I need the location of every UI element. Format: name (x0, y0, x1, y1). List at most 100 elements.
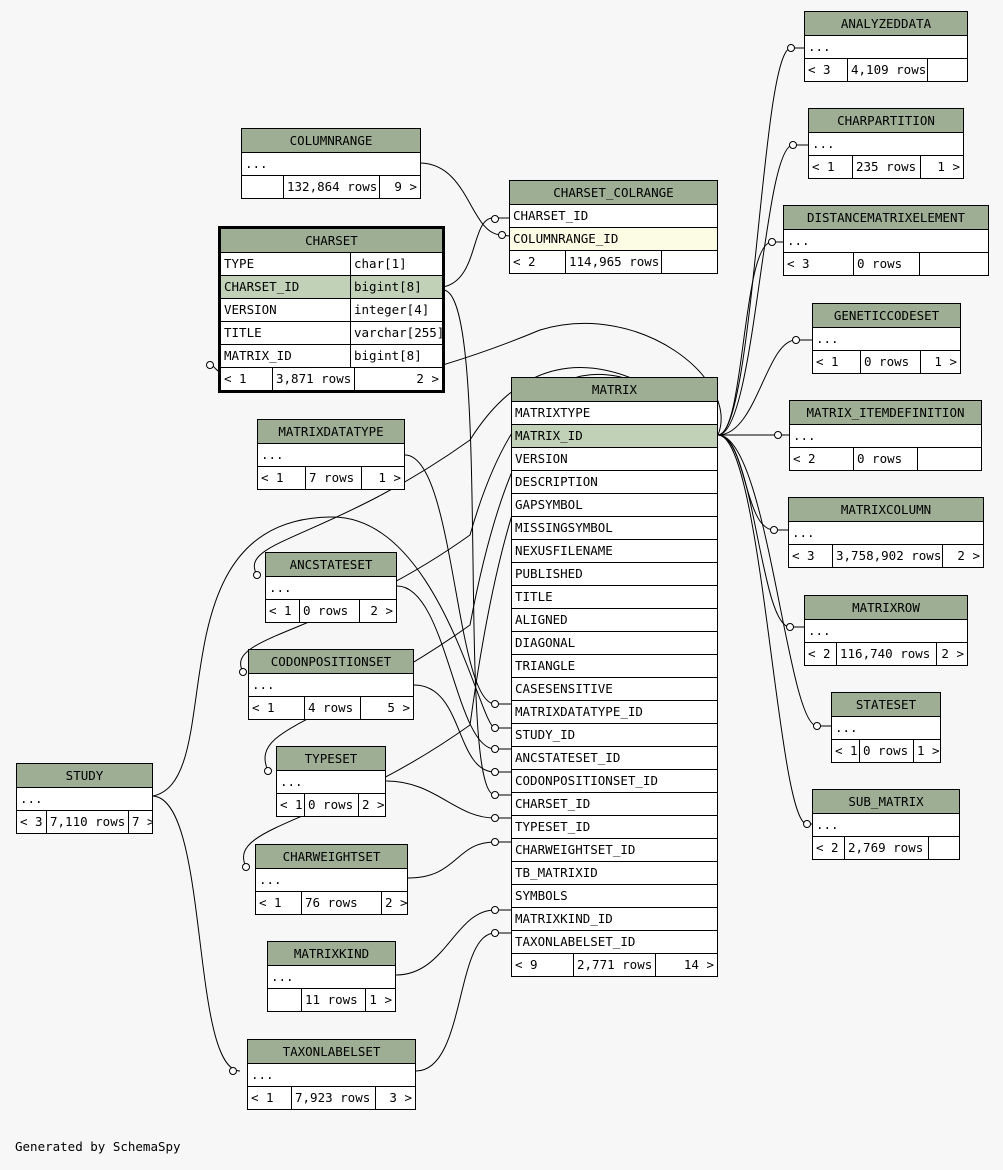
elided-columns[interactable]: ... (242, 153, 420, 176)
elided-columns[interactable]: ... (813, 328, 960, 351)
children-link[interactable]: 14 > (683, 957, 714, 972)
children-link[interactable]: 2 > (385, 895, 407, 910)
elided-columns[interactable]: ... (789, 522, 983, 545)
children-link[interactable] (928, 59, 967, 81)
column-ancstateset-id[interactable]: ANCSTATESET_ID (512, 747, 717, 770)
parents-link[interactable]: < 2 (813, 837, 845, 859)
column-taxonlabelset-id[interactable]: TAXONLABELSET_ID (512, 931, 717, 954)
table-title[interactable]: SUB_MATRIX (813, 790, 959, 814)
column-typeset-id[interactable]: TYPESET_ID (512, 816, 717, 839)
parents-link[interactable]: < 1 (248, 1087, 292, 1109)
column-gapsymbol[interactable]: GAPSYMBOL (512, 494, 717, 517)
table-title[interactable]: ANALYZEDDATA (805, 12, 967, 36)
parents-link[interactable]: < 1 (277, 794, 305, 816)
parents-link[interactable]: < 2 (805, 643, 837, 665)
children-link[interactable]: 2 > (957, 548, 980, 563)
parents-link[interactable]: < 2 (510, 251, 566, 273)
column-matrix-id[interactable]: MATRIX_ID (512, 425, 717, 448)
elided-columns[interactable]: ... (813, 814, 959, 837)
elided-columns[interactable]: ... (17, 788, 152, 811)
elided-columns[interactable]: ... (248, 1064, 415, 1087)
children-link[interactable] (918, 448, 981, 470)
column-missingsymbol[interactable]: MISSINGSYMBOL (512, 517, 717, 540)
column-study-id[interactable]: STUDY_ID (512, 724, 717, 747)
elided-columns[interactable]: ... (266, 577, 396, 600)
children-link[interactable]: 3 > (389, 1090, 412, 1105)
children-link[interactable] (662, 251, 717, 273)
table-title[interactable]: MATRIXROW (805, 596, 967, 620)
column-tb-matrixid[interactable]: TB_MATRIXID (512, 862, 717, 885)
parents-link[interactable]: < 3 (784, 253, 854, 275)
table-title[interactable]: MATRIX_ITEMDEFINITION (790, 401, 981, 425)
table-title[interactable]: MATRIXDATATYPE (258, 420, 404, 444)
parents-link[interactable]: < 1 (809, 156, 853, 178)
parents-link[interactable]: < 2 (790, 448, 854, 470)
children-link[interactable]: 1 > (934, 354, 957, 369)
parents-link[interactable]: < 3 (789, 545, 833, 567)
elided-columns[interactable]: ... (784, 230, 988, 253)
column-aligned[interactable]: ALIGNED (512, 609, 717, 632)
children-link[interactable]: 1 > (937, 159, 960, 174)
table-title[interactable]: CHARSET_COLRANGE (510, 181, 717, 205)
table-title[interactable]: MATRIXCOLUMN (789, 498, 983, 522)
parents-link[interactable]: < 1 (258, 467, 306, 489)
elided-columns[interactable]: ... (805, 620, 967, 643)
table-title[interactable]: MATRIX (512, 378, 717, 402)
column-description[interactable]: DESCRIPTION (512, 471, 717, 494)
children-link[interactable]: 1 > (917, 743, 940, 758)
parents-link[interactable]: < 1 (813, 351, 861, 373)
column-columnrange-id[interactable]: COLUMNRANGE_ID (510, 228, 717, 251)
column-diagonal[interactable]: DIAGONAL (512, 632, 717, 655)
elided-columns[interactable]: ... (805, 36, 967, 59)
column-matrixkind-id[interactable]: MATRIXKIND_ID (512, 908, 717, 931)
elided-columns[interactable]: ... (809, 133, 963, 156)
column-charset-id[interactable]: CHARSET_ID (512, 793, 717, 816)
elided-columns[interactable]: ... (790, 425, 981, 448)
elided-columns[interactable]: ... (256, 869, 407, 892)
children-link[interactable] (929, 837, 959, 859)
children-link[interactable]: 2 > (941, 646, 964, 661)
elided-columns[interactable]: ... (832, 717, 940, 740)
table-title[interactable]: DISTANCEMATRIXELEMENT (784, 206, 988, 230)
table-title[interactable]: GENETICCODESET (813, 304, 960, 328)
parents-link[interactable] (242, 176, 284, 198)
parents-link[interactable]: < 9 (512, 954, 574, 976)
elided-columns[interactable]: ... (258, 444, 404, 467)
elided-columns[interactable]: ... (268, 966, 395, 989)
column-nexusfilename[interactable]: NEXUSFILENAME (512, 540, 717, 563)
column-casesensitive[interactable]: CASESENSITIVE (512, 678, 717, 701)
parents-link[interactable]: < 3 (805, 59, 848, 81)
table-title[interactable]: TAXONLABELSET (248, 1040, 415, 1064)
table-title[interactable]: STATESET (832, 693, 940, 717)
parents-link[interactable]: < 1 (832, 740, 860, 762)
table-title[interactable]: STUDY (17, 764, 152, 788)
column-matrixdatatype-id[interactable]: MATRIXDATATYPE_ID (512, 701, 717, 724)
table-title[interactable]: CHARSET (221, 229, 442, 253)
column-symbols[interactable]: SYMBOLS (512, 885, 717, 908)
column-title[interactable]: TITLE (512, 586, 717, 609)
column-codonpositionset-id[interactable]: CODONPOSITIONSET_ID (512, 770, 717, 793)
table-title[interactable]: COLUMNRANGE (242, 129, 420, 153)
parents-link[interactable]: < 1 (256, 892, 302, 914)
